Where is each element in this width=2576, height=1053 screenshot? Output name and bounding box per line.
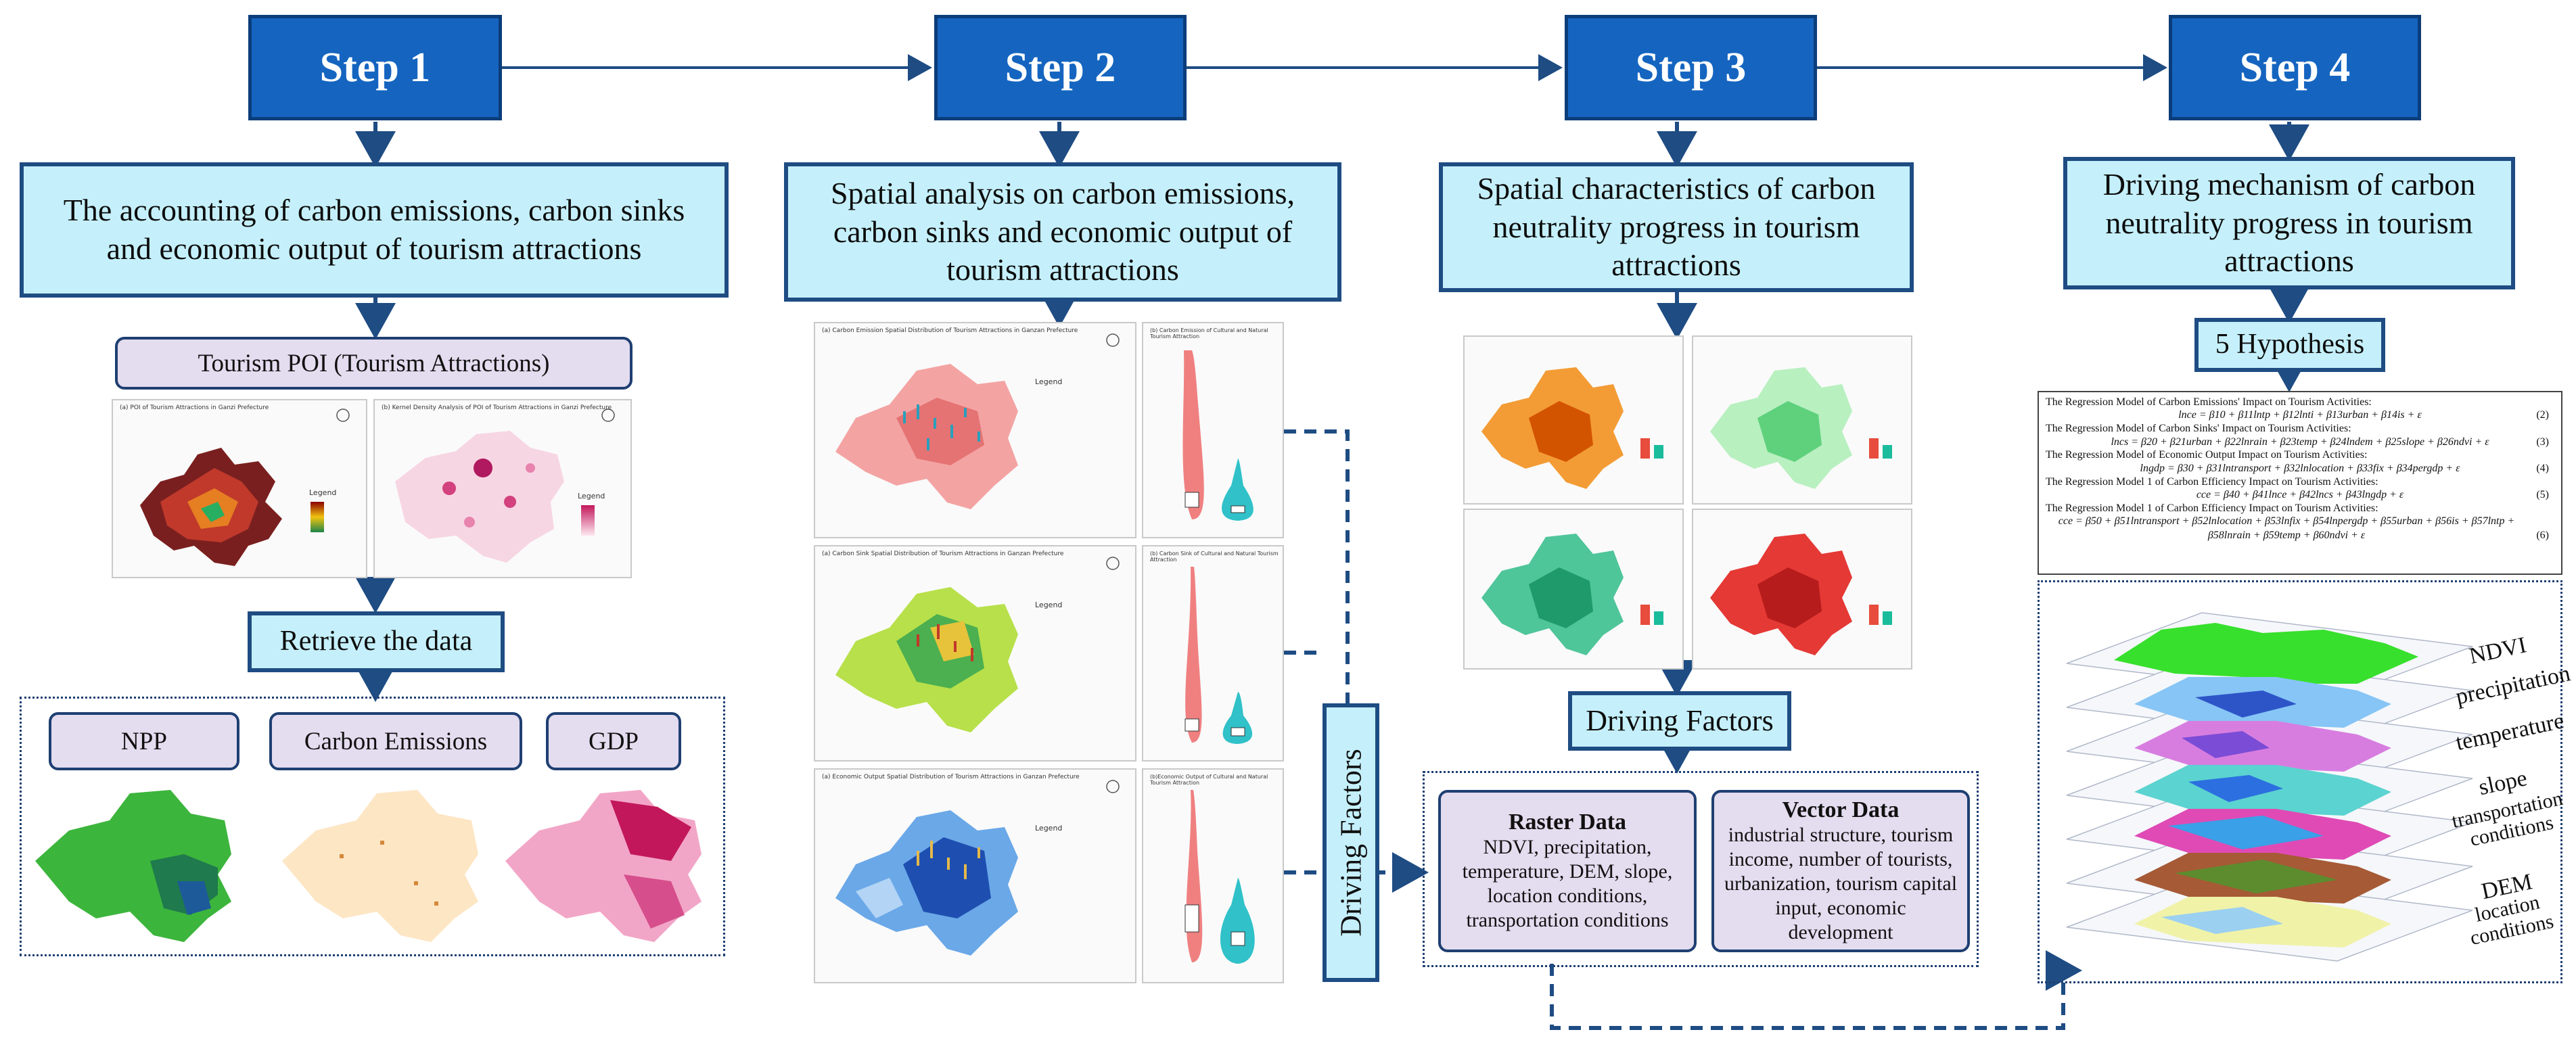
efficiency-map-red [1710, 534, 1892, 655]
poi-density-map: Legend [140, 408, 350, 566]
driving-factors-vertical-box: Driving Factors [1322, 703, 1379, 982]
gdp-label: GDP [546, 712, 681, 770]
tourism-poi-label: Tourism POI (Tourism Attractions) [115, 337, 632, 390]
economic-output-violin-panel: (b)Economic Output of Cultural and Natur… [1142, 768, 1284, 983]
legend-label: Legend [1035, 377, 1062, 386]
vector-data-box: Vector Data industrial structure, touris… [1711, 790, 1970, 952]
efficiency-map-green [1710, 367, 1892, 489]
driving-factors-vertical-label: Driving Factors [1334, 749, 1368, 937]
efficiency-map-teal [1481, 534, 1663, 655]
data-sources-area: NPP Carbon Emissions GDP [20, 697, 725, 956]
economic-output-map-panel: (a) Economic Output Spatial Distribution… [814, 768, 1136, 983]
step-4: Step 4 [2169, 15, 2421, 120]
panel-title: (a) POI of Tourism Attractions in Ganzi … [120, 404, 269, 411]
carbon-sink-map-panel: (a) Carbon Sink Spatial Distribution of … [814, 545, 1136, 762]
stage-box-spatial-analysis: Spatial analysis on carbon emissions, ca… [784, 162, 1341, 302]
regression-model-4: The Regression Model 1 of Carbon Efficie… [2046, 475, 2549, 500]
carbon-sink-map: Legend [835, 557, 1120, 732]
poi-kernel-density-panel: (b) Kernel Density Analysis of POI of To… [373, 399, 632, 578]
vector-data-list: industrial structure, tourism income, nu… [1724, 824, 1958, 943]
npp-label: NPP [49, 712, 239, 770]
legend-label: Legend [1035, 601, 1062, 609]
compass-icon [1106, 333, 1120, 347]
step-1: Step 1 [248, 15, 502, 120]
efficiency-map-panel-teal [1463, 509, 1684, 670]
carbon-emission-map: Legend [835, 333, 1120, 509]
layer-stack-area: NDVI precipitation temperature slope tra… [2038, 580, 2573, 983]
legend-label: Legend [1035, 824, 1062, 833]
panel-title: (a) Economic Output Spatial Distribution… [822, 774, 1080, 780]
stage-box-driving-mechanism: Driving mechanism of carbon neutrality p… [2063, 157, 2515, 289]
carbon-emission-violin-panel: (b) Carbon Emission of Cultural and Natu… [1142, 322, 1284, 538]
stage-box-accounting: The accounting of carbon emissions, carb… [20, 162, 729, 298]
vector-data-title: Vector Data [1782, 797, 1900, 822]
panel-title: (b)Economic Output of Cultural and Natur… [1150, 774, 1268, 786]
regression-model-2: The Regression Model of Carbon Sinks' Im… [2046, 423, 2549, 448]
carbon-emissions-map [282, 790, 478, 942]
hypothesis-box: 5 Hypothesis [2194, 318, 2385, 372]
carbon-emissions-label: Carbon Emissions [269, 712, 522, 770]
stage-box-spatial-characteristics: Spatial characteristics of carbon neutra… [1439, 162, 1914, 292]
compass-icon [1106, 780, 1120, 793]
panel-title: (a) Carbon Sink Spatial Distribution of … [822, 551, 1064, 557]
efficiency-map-panel-green [1692, 335, 1912, 505]
economic-output-map: Legend [835, 780, 1120, 956]
poi-map-panel: (a) POI of Tourism Attractions in Ganzi … [112, 399, 367, 578]
panel-title: (b) Carbon Sink of Cultural and Natural … [1150, 551, 1279, 563]
raster-data-box: Raster Data NDVI, precipitation, tempera… [1438, 790, 1697, 952]
carbon-emission-map-panel: (a) Carbon Emission Spatial Distribution… [814, 322, 1136, 538]
legend-label: Legend [309, 488, 336, 497]
step-3: Step 3 [1565, 15, 1817, 120]
raster-data-title: Raster Data [1508, 810, 1627, 835]
economic-output-violin [1184, 790, 1255, 964]
carbon-sink-violin [1184, 567, 1253, 744]
panel-title: (b) Carbon Emission of Cultural and Natu… [1150, 327, 1268, 340]
compass-icon [1106, 557, 1120, 570]
carbon-sink-violin-panel: (b) Carbon Sink of Cultural and Natural … [1142, 545, 1284, 762]
efficiency-map-panel-orange [1463, 335, 1684, 505]
regression-models-panel: The Regression Model of Carbon Emissions… [2038, 391, 2562, 575]
compass-icon [336, 408, 350, 422]
compass-icon [601, 408, 615, 422]
regression-model-5: The Regression Model 1 of Carbon Efficie… [2046, 502, 2549, 541]
data-source-maps [35, 790, 702, 942]
driving-factors-box: Driving Factors [1568, 691, 1791, 751]
panel-title: (b) Kernel Density Analysis of POI of To… [382, 404, 612, 411]
poi-kernel-density-map: Legend [395, 408, 615, 563]
legend-label: Legend [578, 492, 605, 500]
regression-model-3: The Regression Model of Economic Output … [2046, 449, 2549, 474]
regression-model-1: The Regression Model of Carbon Emissions… [2046, 396, 2549, 421]
panel-title: (a) Carbon Emission Spatial Distribution… [822, 327, 1078, 334]
efficiency-map-orange [1481, 367, 1663, 489]
factors-area: Raster Data NDVI, precipitation, tempera… [1423, 771, 1979, 967]
efficiency-map-panel-red [1692, 509, 1912, 670]
raster-data-list: NDVI, precipitation, temperature, DEM, s… [1462, 836, 1673, 931]
retrieve-data-box: Retrieve the data [248, 611, 505, 672]
layer-stack [2066, 612, 2473, 962]
step-2: Step 2 [934, 15, 1187, 120]
carbon-emission-violin [1182, 350, 1254, 521]
